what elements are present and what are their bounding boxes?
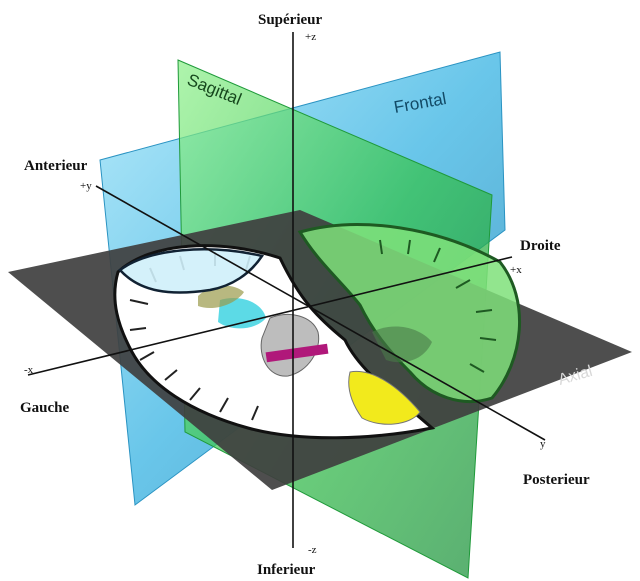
brain-cyan-region xyxy=(218,298,266,329)
label-superior-axis: +z xyxy=(305,31,316,43)
y-axis xyxy=(95,185,546,441)
brain-yellow-region xyxy=(348,370,421,425)
brain-right-cortex-folds xyxy=(379,239,497,373)
label-right: Droite xyxy=(520,238,561,254)
brain-magenta-region xyxy=(265,343,329,363)
label-inferior: Inferieur xyxy=(257,562,316,578)
label-anterior: Anterieur xyxy=(24,158,88,174)
label-left: Gauche xyxy=(20,400,70,416)
label-right-axis: +x xyxy=(510,264,522,276)
label-posterior-axis: y xyxy=(540,438,546,450)
label-inferior-axis: -z xyxy=(308,544,317,556)
label-posterior: Posterieur xyxy=(523,472,590,488)
x-axis xyxy=(27,256,513,376)
label-left-axis: -x xyxy=(24,364,34,376)
brain-right-inner xyxy=(372,326,432,363)
label-anterior-axis: +y xyxy=(80,180,92,192)
axes xyxy=(27,32,546,548)
label-superior: Supérieur xyxy=(258,12,323,28)
brain-section xyxy=(113,223,522,440)
